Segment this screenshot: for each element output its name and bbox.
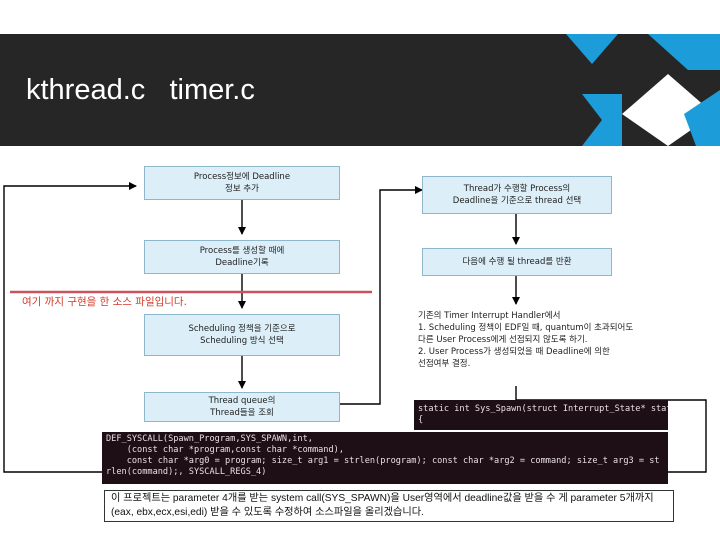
logo-triangle-lower-right [684, 90, 720, 146]
flow-box-select-thread: Thread가 수행할 Process의 Deadline을 기준으로 thre… [422, 176, 612, 214]
syscall-definition-code: DEF_SYSCALL(Spawn_Program,SYS_SPAWN,int,… [102, 432, 668, 484]
logo-triangle-upper-right [648, 34, 720, 70]
flow-box-select-scheduling: Scheduling 정책을 기준으로 Scheduling 방식 선택 [144, 314, 340, 356]
flow-box-record-deadline: Process를 생성할 때에 Deadline기록 [144, 240, 340, 274]
logo-mark [566, 34, 720, 146]
flow-box-add-deadline: Process정보에 Deadline 정보 추가 [144, 166, 340, 200]
arrow-box4-to-right-box1 [340, 186, 423, 405]
slide-title: kthread.c timer.c [26, 74, 255, 106]
flow-box-return-thread: 다음에 수행 될 thread를 반환 [422, 248, 612, 276]
caption-box: 이 프로젝트는 parameter 4개를 받는 system call(SYS… [104, 490, 674, 522]
flow-box-query-thread-queue: Thread queue의 Thread들을 조회 [144, 392, 340, 422]
implemented-source-note: 여기 까지 구현을 한 소스 파일입니다. [22, 296, 187, 308]
timer-interrupt-description: 기존의 Timer Interrupt Handler에서 1. Schedul… [418, 311, 634, 369]
logo-triangle-top [566, 34, 618, 64]
logo-triangle-left [582, 94, 622, 146]
caption-text: 이 프로젝트는 parameter 4개를 받는 system call(SYS… [111, 493, 654, 518]
sys-spawn-signature-code: static int Sys_Spawn(struct Interrupt_St… [414, 400, 668, 430]
